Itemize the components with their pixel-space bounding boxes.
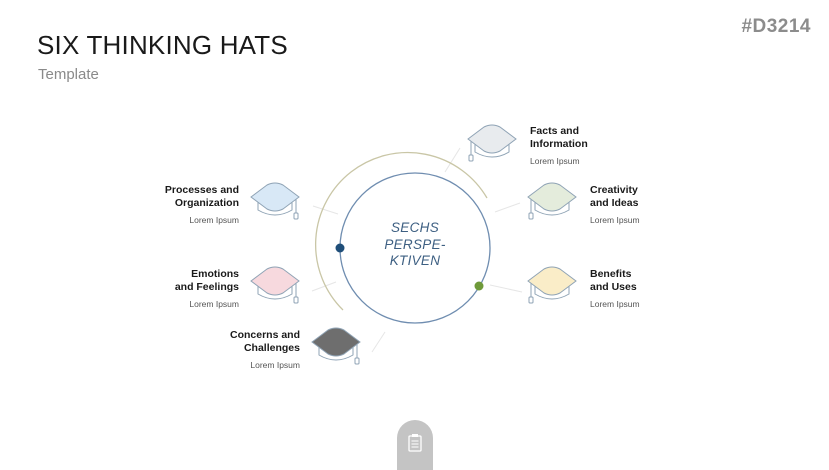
hat-label-concerns: Concerns and Challenges bbox=[229, 329, 300, 354]
hat-desc-facts: Lorem Ipsum bbox=[530, 156, 580, 166]
hat-label-processes: Processes and Organization bbox=[164, 184, 239, 209]
hat-icon-benefits bbox=[527, 266, 577, 304]
hat-label-facts: Facts and Information bbox=[530, 125, 588, 150]
center-label: SECHS PERSPE- KTIVEN bbox=[370, 220, 460, 270]
hat-label-creativity: Creativity and Ideas bbox=[590, 184, 639, 209]
page-title: SIX THINKING HATS bbox=[37, 30, 288, 60]
hat-icon-processes bbox=[250, 182, 300, 220]
outer-ring bbox=[315, 151, 488, 311]
hat-desc-emotions: Lorem Ipsum bbox=[189, 299, 239, 309]
connector-line bbox=[312, 205, 339, 215]
hat-icon-emotions bbox=[250, 266, 300, 304]
hat-desc-concerns: Lorem Ipsum bbox=[250, 360, 300, 370]
center-line-2: PERSPE- bbox=[384, 236, 446, 252]
hat-icon-facts bbox=[467, 124, 517, 162]
ring-dot-blue bbox=[335, 243, 345, 253]
connector-line bbox=[494, 202, 521, 213]
connector-line bbox=[371, 331, 386, 353]
hat-icon-creativity bbox=[527, 182, 577, 220]
center-line-1: SECHS bbox=[390, 220, 439, 235]
page-subtitle: Template bbox=[38, 66, 99, 83]
hat-label-emotions: Emotions and Feelings bbox=[174, 268, 239, 293]
hat-desc-processes: Lorem Ipsum bbox=[189, 215, 239, 225]
center-line-3: KTIVEN bbox=[389, 253, 441, 268]
hat-desc-benefits: Lorem Ipsum bbox=[590, 299, 640, 309]
document-code: #D3214 bbox=[741, 16, 811, 37]
connector-line bbox=[444, 147, 461, 173]
clipboard-icon bbox=[408, 434, 422, 452]
hat-icon-concerns bbox=[311, 327, 361, 365]
hat-desc-creativity: Lorem Ipsum bbox=[590, 215, 640, 225]
connector-line bbox=[311, 281, 337, 292]
ring-dot-green bbox=[474, 281, 484, 291]
hat-label-benefits: Benefits and Uses bbox=[590, 268, 637, 293]
connector-line bbox=[489, 284, 523, 293]
clipboard-tab[interactable] bbox=[397, 420, 433, 470]
